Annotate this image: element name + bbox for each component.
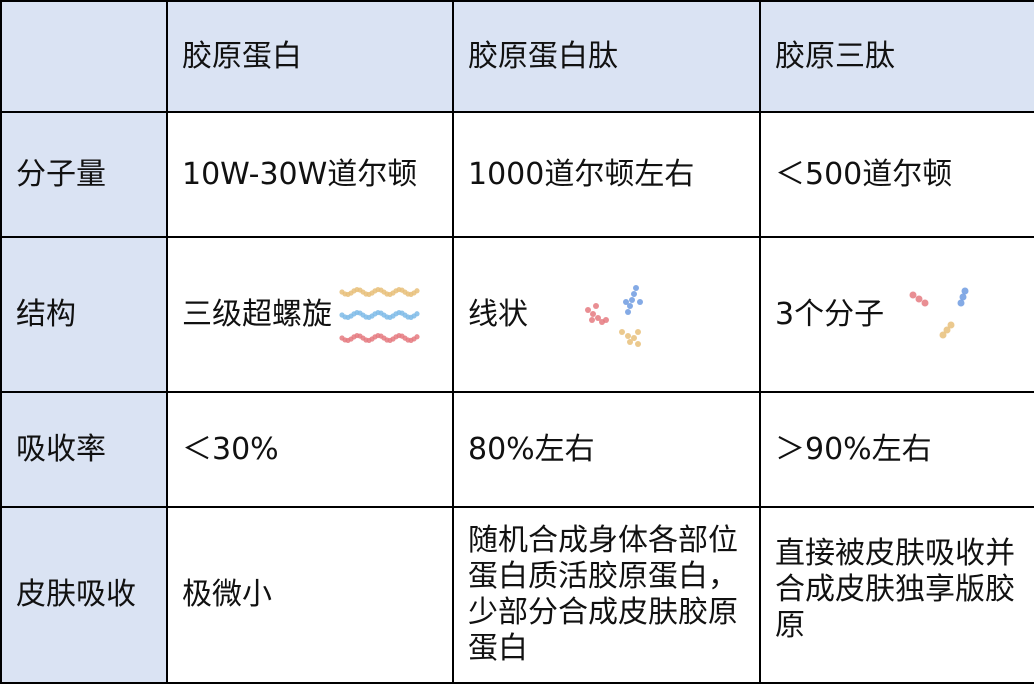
table-cell: 随机合成身体各部位蛋白质活胶原蛋白，少部分合成皮肤胶原蛋白 xyxy=(452,506,761,684)
row-label: 吸收率 xyxy=(0,391,168,508)
molecule-bead xyxy=(589,316,595,323)
table-row: 结构 三级超螺旋 线状 3个分子 xyxy=(0,236,1034,393)
molecule-bead xyxy=(625,308,631,315)
molecule-bead xyxy=(623,298,629,305)
table-cell: ＞90%左右 xyxy=(759,391,1034,508)
linear-peptides-image xyxy=(585,284,643,347)
molecule-bead xyxy=(921,299,929,306)
molecule-bead xyxy=(957,299,965,306)
molecule-bead xyxy=(414,333,420,339)
molecule-bead xyxy=(590,310,596,317)
table-row: 皮肤吸收 极微小 随机合成身体各部位蛋白质活胶原蛋白，少部分合成皮肤胶原蛋白 直… xyxy=(0,506,1034,684)
tripeptide-image xyxy=(909,287,969,338)
cell-text: 三级超螺旋 xyxy=(182,296,332,332)
table-cell: 80%左右 xyxy=(452,391,761,508)
table-cell: ＜30% xyxy=(166,391,454,508)
molecule-bead xyxy=(629,296,635,303)
table-cell: 直接被皮肤吸收并合成皮肤独享版胶原 xyxy=(759,506,1034,684)
molecule-bead xyxy=(635,328,641,335)
table-cell: 三级超螺旋 xyxy=(166,236,454,393)
molecule-bead xyxy=(909,291,917,298)
molecule-bead xyxy=(414,310,420,316)
corner-cell xyxy=(0,0,168,113)
table-row: 分子量 10W-30W道尔顿 1000道尔顿左右 ＜500道尔顿 xyxy=(0,111,1034,238)
molecule-bead xyxy=(627,338,633,345)
cell-text: 3个分子 xyxy=(775,296,885,332)
header-collagen-peptide: 胶原蛋白肽 xyxy=(452,0,761,113)
molecule-bead xyxy=(603,316,609,323)
triple-helix-image xyxy=(339,286,420,343)
molecule-bead xyxy=(414,287,420,293)
molecule-bead xyxy=(619,328,625,335)
row-label: 结构 xyxy=(0,236,168,393)
table-cell: 10W-30W道尔顿 xyxy=(166,111,454,238)
table-cell: 1000道尔顿左右 xyxy=(452,111,761,238)
molecule-bead xyxy=(915,295,923,302)
cell-text: 线状 xyxy=(468,296,528,332)
header-collagen: 胶原蛋白 xyxy=(166,0,454,113)
table-row: 吸收率 ＜30% 80%左右 ＞90%左右 xyxy=(0,391,1034,508)
table-cell: 线状 xyxy=(452,236,761,393)
table-cell: ＜500道尔顿 xyxy=(759,111,1034,238)
molecule-bead xyxy=(593,302,599,309)
molecule-bead xyxy=(631,334,637,341)
molecule-bead xyxy=(959,293,967,300)
molecule-bead xyxy=(939,331,947,338)
header-collagen-tripeptide: 胶原三肽 xyxy=(759,0,1034,113)
molecule-bead xyxy=(595,314,601,321)
header-row: 胶原蛋白 胶原蛋白肽 胶原三肽 xyxy=(0,0,1034,113)
molecule-bead xyxy=(585,306,591,313)
molecule-bead xyxy=(947,321,955,328)
row-label: 皮肤吸收 xyxy=(0,506,168,684)
molecule-bead xyxy=(627,302,633,309)
molecule-bead xyxy=(961,287,969,294)
molecule-bead xyxy=(631,290,637,297)
molecule-bead xyxy=(625,332,631,339)
table-cell: 极微小 xyxy=(166,506,454,684)
molecule-bead xyxy=(633,284,639,291)
molecule-bead xyxy=(635,340,641,347)
table-cell: 3个分子 xyxy=(759,236,1034,393)
molecule-bead xyxy=(943,326,951,333)
molecule-bead xyxy=(637,298,643,305)
row-label: 分子量 xyxy=(0,111,168,238)
